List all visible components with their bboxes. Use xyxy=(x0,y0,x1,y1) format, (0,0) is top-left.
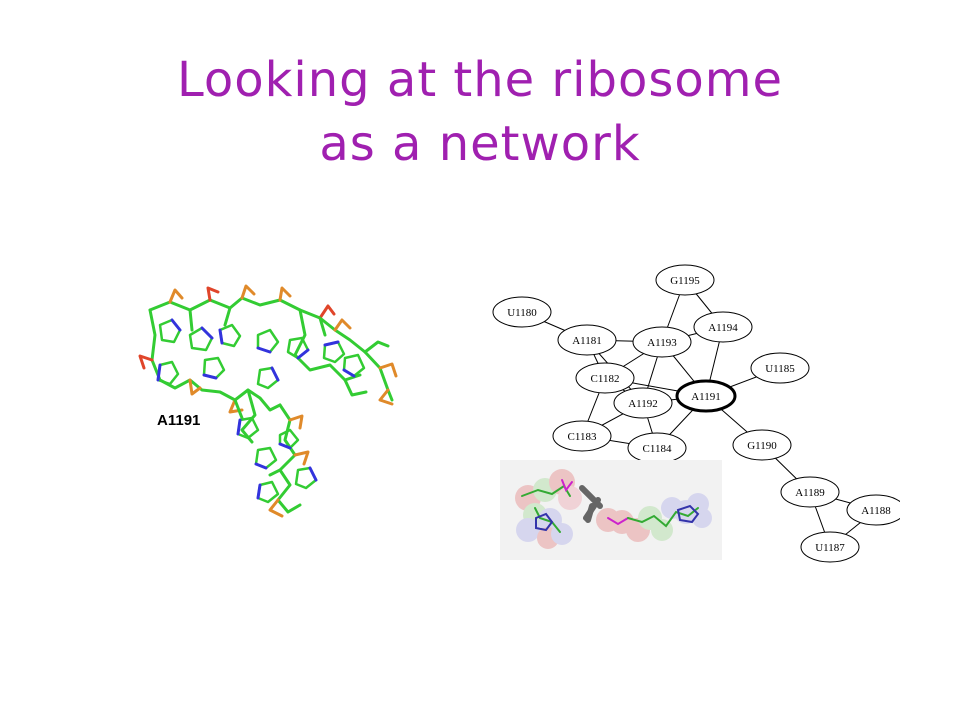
node-A1189: A1189 xyxy=(780,476,840,508)
node-ellipse xyxy=(632,326,692,358)
node-C1183: C1183 xyxy=(552,420,612,452)
node-ellipse xyxy=(780,476,840,508)
node-label: A1189 xyxy=(795,487,825,499)
node-A1191: A1191 xyxy=(675,379,737,413)
node-C1182: C1182 xyxy=(575,362,635,394)
slide-title-line-1: Looking at the ribosome xyxy=(176,52,783,108)
node-label: A1193 xyxy=(647,337,677,349)
node-A1181: A1181 xyxy=(557,324,617,356)
node-ellipse xyxy=(693,311,753,343)
node-ellipse xyxy=(800,531,860,563)
node-ellipse xyxy=(552,420,612,452)
molecule-label: A1191 xyxy=(157,412,201,429)
node-label: U1185 xyxy=(765,363,795,375)
node-label: C1184 xyxy=(643,443,672,455)
node-label: C1182 xyxy=(591,373,620,385)
node-ellipse xyxy=(575,362,635,394)
node-ellipse xyxy=(732,429,792,461)
node-A1192: A1192 xyxy=(613,387,673,419)
node-U1180: U1180 xyxy=(492,296,552,328)
node-A1193: A1193 xyxy=(632,326,692,358)
node-U1187: U1187 xyxy=(800,531,860,563)
node-U1185: U1185 xyxy=(750,352,810,384)
node-label: C1183 xyxy=(568,431,597,443)
slide-title-line-2: as a network xyxy=(319,116,641,172)
node-label: A1191 xyxy=(691,391,721,403)
node-label: G1195 xyxy=(670,275,700,287)
node-ellipse xyxy=(846,494,900,526)
node-ellipse xyxy=(613,387,673,419)
node-C1184: C1184 xyxy=(627,432,687,464)
node-label: A1188 xyxy=(861,505,891,517)
node-G1190: G1190 xyxy=(732,429,792,461)
node-label: U1180 xyxy=(507,307,537,319)
ribosome-structure-image xyxy=(138,284,398,518)
node-ellipse xyxy=(557,324,617,356)
node-G1195: G1195 xyxy=(655,264,715,296)
node-ellipse xyxy=(750,352,810,384)
slide-title: Looking at the ribosome as a network xyxy=(0,48,960,176)
node-label: A1194 xyxy=(708,322,738,334)
node-label: A1181 xyxy=(572,335,602,347)
node-A1188: A1188 xyxy=(846,494,900,526)
node-label: A1192 xyxy=(628,398,658,410)
node-ellipse xyxy=(655,264,715,296)
nucleotide-contact-inset xyxy=(500,460,722,560)
node-ellipse xyxy=(492,296,552,328)
node-A1194: A1194 xyxy=(693,311,753,343)
node-label: U1187 xyxy=(815,542,845,554)
node-ellipse xyxy=(675,379,737,413)
node-label: G1190 xyxy=(747,440,777,452)
